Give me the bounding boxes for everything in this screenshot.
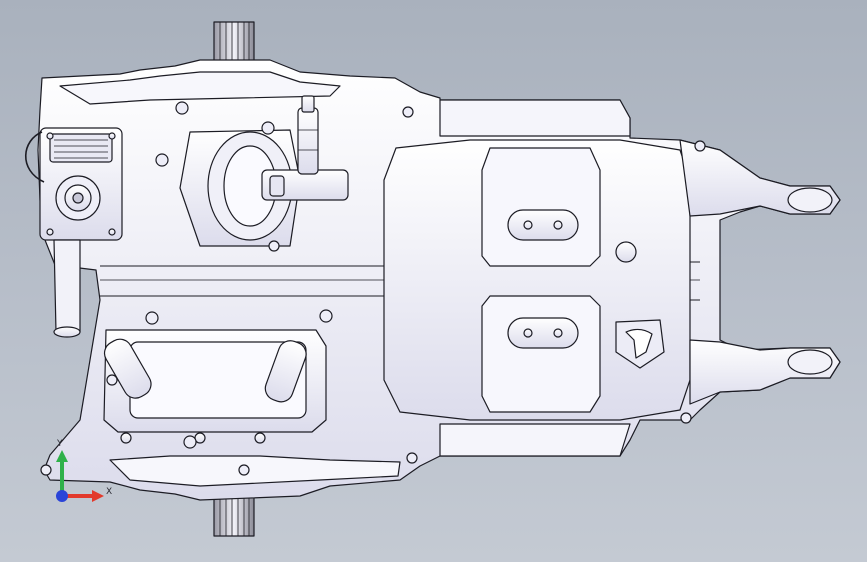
bottom-cover-plate[interactable] <box>439 423 631 457</box>
axis-triad: X Y <box>40 440 120 510</box>
triad-graphic <box>56 450 104 502</box>
x-axis-label: X <box>106 487 113 497</box>
upper-mount-arm[interactable] <box>679 139 841 217</box>
top-cover-plate[interactable] <box>439 99 631 137</box>
housing-bolts <box>40 101 706 476</box>
clutch-housing[interactable] <box>383 139 691 421</box>
connector-cable <box>25 131 45 183</box>
coolant-pipe[interactable] <box>53 239 81 333</box>
solenoid-valve[interactable] <box>261 95 349 201</box>
shield-r-logo-icon <box>615 319 665 369</box>
bottom-flange[interactable] <box>109 455 401 487</box>
y-axis-label: Y <box>57 439 63 449</box>
bottom-output-shaft[interactable] <box>213 491 255 537</box>
top-flange[interactable] <box>59 71 341 105</box>
lower-mount-arm[interactable] <box>689 339 841 405</box>
oil-cooler[interactable] <box>100 329 327 444</box>
z-axis-dot <box>56 490 68 502</box>
electrical-connector[interactable] <box>39 127 123 241</box>
